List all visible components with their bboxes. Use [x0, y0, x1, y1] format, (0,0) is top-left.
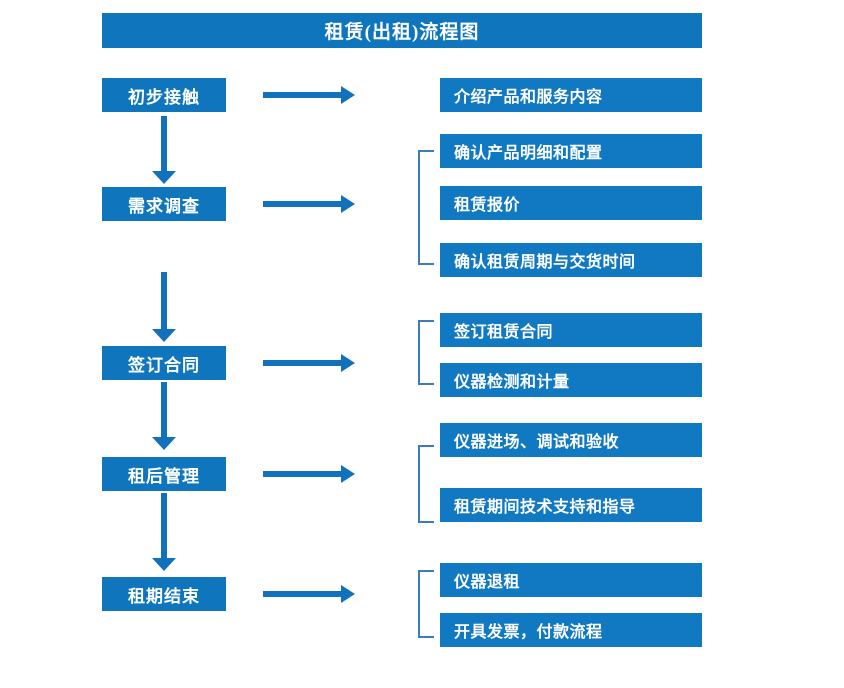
arrow-head	[152, 329, 176, 342]
arrow-head	[152, 437, 176, 450]
detail-box-instrument-inspection[interactable]: 仪器检测和计量	[440, 363, 702, 397]
group-bracket-sign-contract	[418, 320, 434, 385]
flow-arrow-down-1	[152, 116, 176, 184]
arrow-head	[341, 465, 355, 483]
flow-arrow-right-1	[263, 86, 355, 104]
group-bracket-post-rental	[418, 445, 434, 523]
stage-box-needs-survey[interactable]: 需求调查	[102, 187, 226, 221]
arrow-head	[341, 354, 355, 372]
detail-box-confirm-period-delivery[interactable]: 确认租赁周期与交货时间	[440, 243, 702, 277]
arrow-stem	[161, 382, 167, 437]
flow-arrow-right-2	[263, 195, 355, 213]
arrow-stem	[263, 92, 341, 98]
detail-box-invoice-payment[interactable]: 开具发票，付款流程	[440, 613, 702, 647]
stage-box-rental-end[interactable]: 租期结束	[102, 577, 226, 611]
detail-box-instrument-return[interactable]: 仪器退租	[440, 563, 702, 597]
detail-box-confirm-spec[interactable]: 确认产品明细和配置	[440, 134, 702, 168]
arrow-stem	[263, 201, 341, 207]
arrow-head	[341, 195, 355, 213]
group-bracket-needs-survey	[418, 150, 434, 265]
detail-box-sign-rental-contract[interactable]: 签订租赁合同	[440, 313, 702, 347]
arrow-stem	[263, 591, 341, 597]
arrow-stem	[263, 360, 341, 366]
arrow-stem	[161, 493, 167, 558]
arrow-head	[152, 558, 176, 571]
detail-box-rental-quote[interactable]: 租赁报价	[440, 186, 702, 220]
flow-arrow-down-4	[152, 493, 176, 571]
stage-box-post-rental-mgmt[interactable]: 租后管理	[102, 457, 226, 491]
detail-box-instrument-install[interactable]: 仪器进场、调试和验收	[440, 423, 702, 457]
page-title: 租赁(出租)流程图	[102, 13, 702, 48]
flow-arrow-right-5	[263, 585, 355, 603]
arrow-stem	[161, 272, 167, 329]
stage-box-sign-contract[interactable]: 签订合同	[102, 346, 226, 380]
flow-arrow-right-4	[263, 465, 355, 483]
flow-arrow-right-3	[263, 354, 355, 372]
arrow-stem	[161, 116, 167, 171]
arrow-stem	[263, 471, 341, 477]
flow-arrow-down-3	[152, 382, 176, 450]
flow-arrow-down-2	[152, 272, 176, 342]
group-bracket-rental-end	[418, 570, 434, 638]
arrow-head	[341, 585, 355, 603]
stage-box-initial-contact[interactable]: 初步接触	[102, 78, 226, 112]
arrow-head	[341, 86, 355, 104]
arrow-head	[152, 171, 176, 184]
detail-box-intro-products[interactable]: 介绍产品和服务内容	[440, 78, 702, 112]
detail-box-technical-support[interactable]: 租赁期间技术支持和指导	[440, 488, 702, 522]
